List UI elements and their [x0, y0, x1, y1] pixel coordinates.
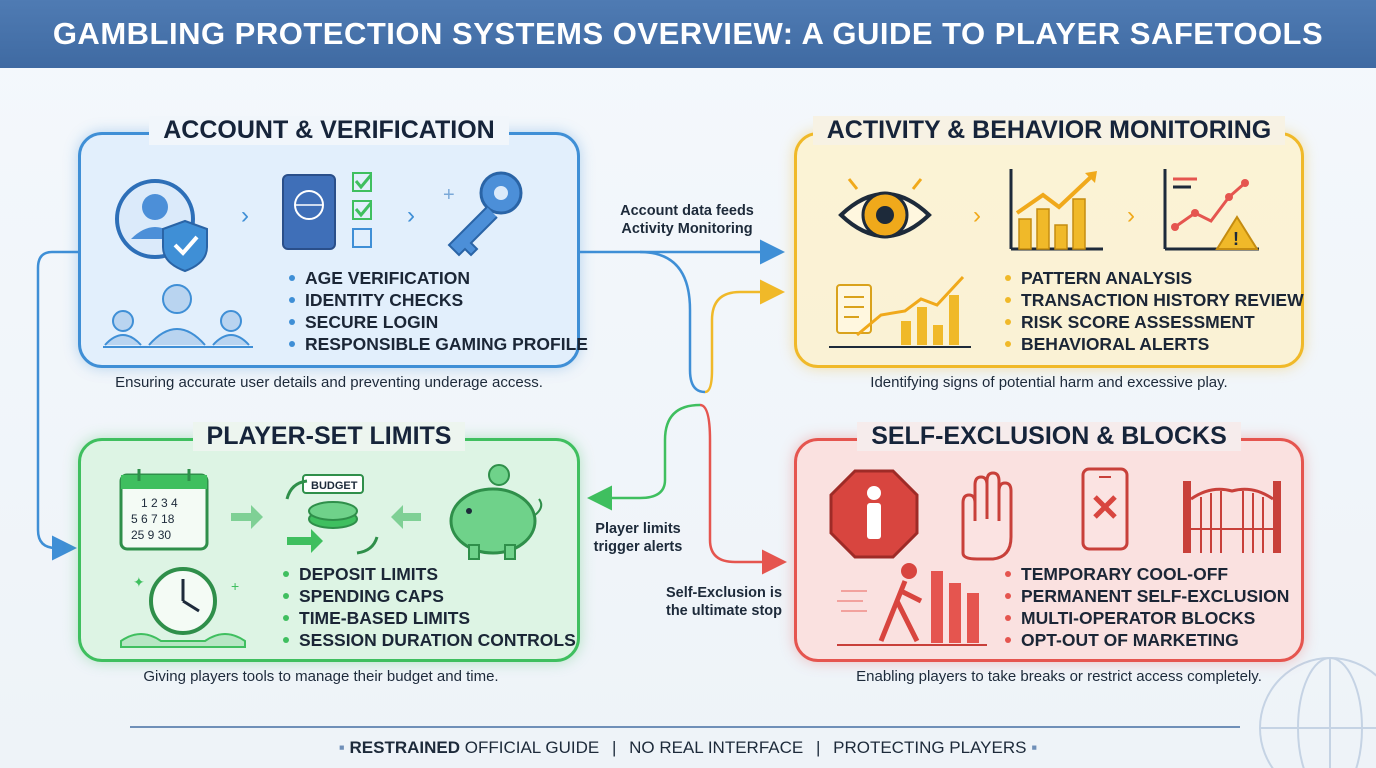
- footer-separator: |: [815, 738, 821, 757]
- flow-label-limits-alerts: Player limits trigger alerts: [578, 520, 698, 556]
- person-walking-away-icon: [837, 563, 987, 646]
- budget-label: BUDGET: [311, 480, 358, 492]
- monitoring-items: PATTERN ANALYSIS TRANSACTION HISTORY REV…: [1003, 267, 1304, 355]
- panel-player-limits: PLAYER-SET LIMITS 1 2 3 4 5 6 7 18 25 9 …: [78, 422, 580, 662]
- flow-text: the ultimate stop: [665, 603, 782, 619]
- caption-exclusion: Enabling players to take breaks or restr…: [856, 668, 1262, 685]
- panel-self-exclusion: SELF-EXCLUSION & BLOCKS: [794, 422, 1304, 662]
- footer: ▪ RESTRAINED OFFICIAL GUIDE | NO REAL IN…: [0, 738, 1376, 758]
- list-item: SECURE LOGIN: [287, 311, 588, 333]
- calendar-icon: 1 2 3 4 5 6 7 18 25 9 30: [119, 469, 209, 551]
- panel-title-exclusion: SELF-EXCLUSION & BLOCKS: [857, 422, 1241, 451]
- report-analytics-icon: [829, 275, 971, 348]
- account-icons: › › +: [103, 171, 523, 348]
- exclusion-items: TEMPORARY COOL-OFF PERMANENT SELF-EXCLUS…: [1003, 563, 1289, 651]
- phone-blocked-icon: [1081, 467, 1129, 551]
- list-item: TIME-BASED LIMITS: [281, 607, 576, 629]
- account-items: AGE VERIFICATION IDENTITY CHECKS SECURE …: [287, 267, 588, 355]
- footer-bullet-icon: ▪: [1031, 738, 1038, 757]
- budget-cycle-icon: BUDGET: [285, 474, 379, 555]
- list-item: AGE VERIFICATION: [287, 267, 588, 289]
- caption-monitoring: Identifying signs of potential harm and …: [870, 374, 1228, 391]
- list-item: SESSION DURATION CONTROLS: [281, 629, 576, 651]
- panel-title-monitoring: ACTIVITY & BEHAVIOR MONITORING: [812, 116, 1286, 145]
- chevron-right-icon: ›: [407, 202, 415, 229]
- flow-text: Activity Monitoring: [621, 221, 753, 237]
- arrow-to-monitoring: [704, 279, 785, 394]
- svg-text:!: !: [1233, 229, 1239, 249]
- list-item: DEPOSIT LIMITS: [281, 563, 576, 585]
- eye-icon: [838, 178, 932, 239]
- flow-text: trigger alerts: [593, 539, 683, 555]
- limits-items: DEPOSIT LIMITS SPENDING CAPS TIME-BASED …: [281, 563, 576, 651]
- panel-activity-monitoring: ACTIVITY & BEHAVIOR MONITORING › ›: [794, 116, 1304, 368]
- footer-divider: [130, 726, 1240, 728]
- gate-closed-icon: [1183, 481, 1281, 553]
- svg-text:✦: ✦: [133, 574, 145, 590]
- hand-stop-icon: [961, 471, 1013, 561]
- calendar-row: 1 2 3 4: [141, 496, 178, 510]
- footer-part: PROTECTING PLAYERS: [833, 738, 1027, 757]
- panel-title-limits: PLAYER-SET LIMITS: [192, 422, 466, 451]
- arrow-account-loop: [639, 250, 706, 394]
- key-icon: +: [443, 171, 523, 257]
- list-item: IDENTITY CHECKS: [287, 289, 588, 311]
- svg-text:+: +: [443, 184, 455, 206]
- caption-account: Ensuring accurate user details and preve…: [115, 374, 543, 391]
- list-item: TRANSACTION HISTORY REVIEW: [1003, 289, 1304, 311]
- list-item: TEMPORARY COOL-OFF: [1003, 563, 1289, 585]
- list-item: RISK SCORE ASSESSMENT: [1003, 311, 1304, 333]
- team-users-icon: [103, 284, 253, 348]
- clock-icon: ✦ +: [120, 567, 246, 648]
- calendar-row: 25 9 30: [131, 528, 171, 542]
- footer-strong: RESTRAINED: [349, 738, 461, 757]
- footer-part: NO REAL INTERFACE: [629, 738, 804, 757]
- bar-chart-up-icon: [1009, 169, 1103, 251]
- arrow-account-to-limits: [36, 250, 78, 561]
- panel-title-account: ACCOUNT & VERIFICATION: [149, 116, 509, 145]
- svg-text:+: +: [231, 578, 239, 594]
- monitoring-icons: › › !: [829, 169, 1259, 348]
- list-item: PATTERN ANALYSIS: [1003, 267, 1304, 289]
- limits-icons: 1 2 3 4 5 6 7 18 25 9 30 BUDGET: [119, 464, 543, 648]
- globe-decoration: [1259, 657, 1376, 768]
- flow-label-exclusion-stop: Self-Exclusion is the ultimate stop: [654, 584, 794, 620]
- page-header: GAMBLING PROTECTION SYSTEMS OVERVIEW: A …: [0, 0, 1376, 68]
- list-item: RESPONSIBLE GAMING PROFILE: [287, 333, 588, 355]
- footer-part: OFFICIAL GUIDE: [464, 738, 600, 757]
- flow-label-account-monitoring: Account data feeds Activity Monitoring: [602, 202, 772, 238]
- piggy-bank-icon: [449, 464, 543, 560]
- list-item: PERMANENT SELF-EXCLUSION: [1003, 585, 1289, 607]
- list-item: BEHAVIORAL ALERTS: [1003, 333, 1304, 355]
- user-shield-icon: [115, 179, 208, 273]
- double-arrow-right-icon: [231, 505, 263, 529]
- chevron-right-icon: ›: [973, 202, 981, 229]
- flow-text: Account data feeds: [620, 203, 754, 219]
- calendar-row: 5 6 7 18: [131, 512, 175, 526]
- chevron-right-icon: ›: [1127, 202, 1135, 229]
- flow-text: Player limits: [595, 521, 681, 537]
- chevron-right-icon: ›: [241, 202, 249, 229]
- footer-bullet-icon: ▪: [338, 738, 350, 757]
- list-item: SPENDING CAPS: [281, 585, 576, 607]
- arrow-to-limits: [587, 403, 701, 511]
- risk-warning-chart-icon: !: [1163, 169, 1259, 251]
- arrow-to-exclusion: [699, 403, 787, 575]
- exclusion-icons: [829, 467, 1281, 646]
- stop-sign-icon: [829, 469, 919, 559]
- footer-separator: |: [611, 738, 617, 757]
- double-arrow-left-icon: [391, 505, 421, 529]
- page-title: GAMBLING PROTECTION SYSTEMS OVERVIEW: A …: [52, 16, 1324, 51]
- panel-account-verification: ACCOUNT & VERIFICATION › › +: [78, 116, 588, 368]
- list-item: MULTI-OPERATOR BLOCKS: [1003, 607, 1289, 629]
- passport-checklist-icon: [282, 172, 373, 250]
- flow-text: Self-Exclusion is: [665, 585, 783, 601]
- list-item: OPT-OUT OF MARKETING: [1003, 629, 1289, 651]
- caption-limits: Giving players tools to manage their bud…: [143, 668, 499, 685]
